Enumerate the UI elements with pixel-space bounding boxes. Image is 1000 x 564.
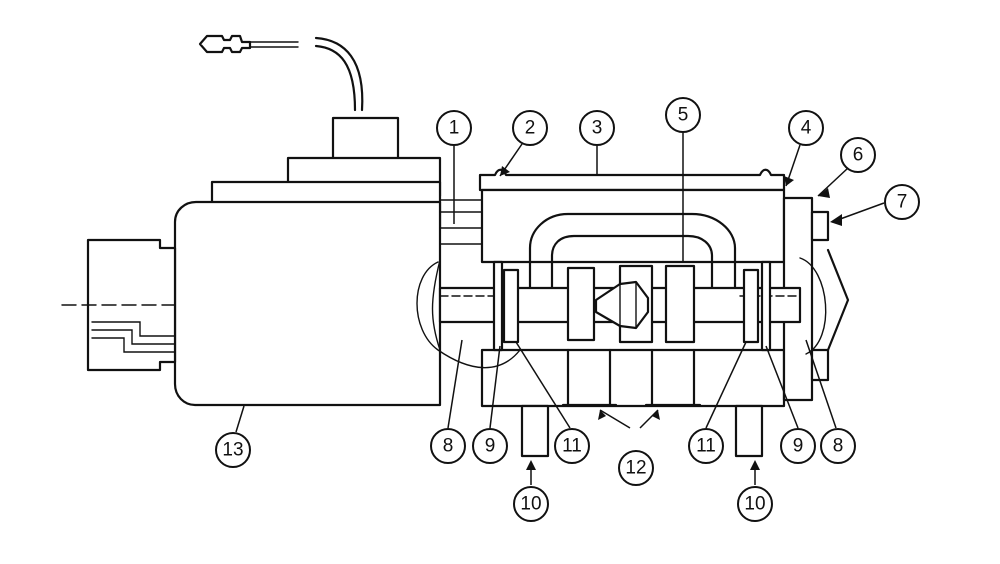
leader-lines	[235, 133, 885, 485]
svg-text:11: 11	[562, 436, 582, 457]
callout-11-right: 11	[688, 428, 724, 464]
svg-text:10: 10	[520, 494, 541, 515]
callout-3: 3	[579, 110, 615, 146]
svg-text:13: 13	[222, 440, 243, 461]
callout-8-left: 8	[430, 428, 466, 464]
solenoid-assembly	[61, 116, 483, 407]
callout-2: 2	[512, 110, 548, 146]
spool-assembly	[416, 257, 827, 369]
svg-text:9: 9	[485, 436, 496, 457]
callout-8-right: 8	[820, 428, 856, 464]
svg-text:12: 12	[625, 458, 646, 479]
svg-text:6: 6	[853, 145, 864, 166]
callout-9-right: 9	[780, 428, 816, 464]
svg-text:1: 1	[449, 118, 460, 139]
callout-12: 12	[618, 450, 654, 486]
callout-7: 7	[884, 184, 920, 220]
svg-text:8: 8	[443, 436, 454, 457]
svg-text:7: 7	[897, 192, 908, 213]
leader-arrowheads	[500, 166, 842, 470]
callout-5: 5	[665, 97, 701, 133]
svg-text:4: 4	[801, 118, 812, 139]
svg-text:3: 3	[592, 118, 603, 139]
svg-text:8: 8	[833, 436, 844, 457]
svg-text:10: 10	[744, 494, 765, 515]
callout-4: 4	[788, 110, 824, 146]
callout-13: 13	[215, 432, 251, 468]
callout-11-left: 11	[554, 428, 590, 464]
wire-connector	[198, 34, 364, 112]
callout-6: 6	[840, 137, 876, 173]
callout-1: 1	[436, 110, 472, 146]
callout-10-left: 10	[513, 486, 549, 522]
svg-text:5: 5	[678, 105, 689, 126]
svg-text:9: 9	[793, 436, 804, 457]
callout-9-left: 9	[472, 428, 508, 464]
svg-text:2: 2	[525, 118, 536, 139]
callout-10-right: 10	[737, 486, 773, 522]
svg-text:11: 11	[696, 436, 716, 457]
